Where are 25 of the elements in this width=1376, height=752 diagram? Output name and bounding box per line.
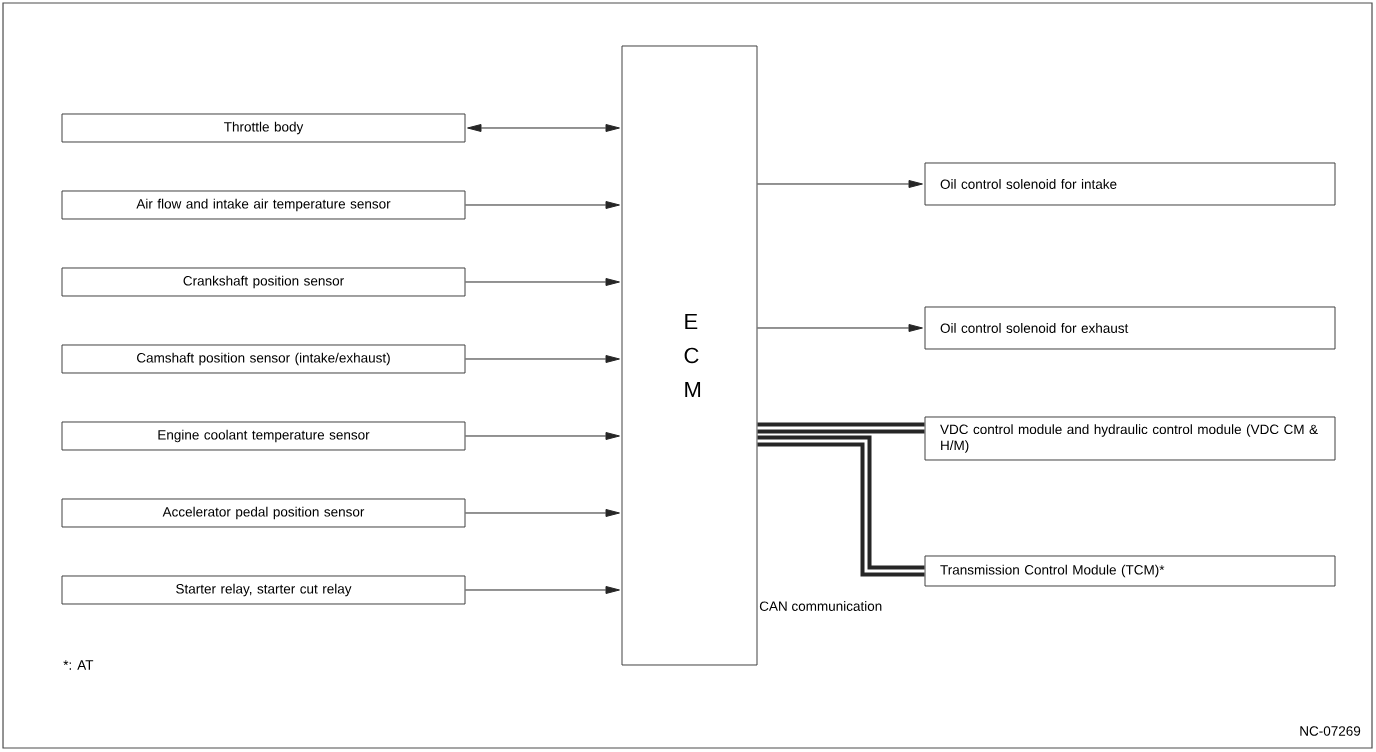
arrow: [757, 324, 923, 332]
arrow: [465, 432, 620, 440]
arrow: [465, 355, 620, 363]
arrow: [757, 180, 923, 188]
input-box: Air flow and intake air temperature sensor: [61, 190, 466, 220]
input-box: Throttle body: [61, 113, 466, 143]
output-box: Oil control solenoid for intake: [924, 162, 1336, 206]
arrow: [465, 201, 620, 209]
arrow: [465, 509, 620, 517]
module-box: VDC control module and hydraulic control module (VDC CM & H/M): [924, 416, 1336, 461]
input-box: Crankshaft position sensor: [61, 267, 466, 297]
input-box: Accelerator pedal position sensor: [61, 498, 466, 528]
module-box: Transmission Control Module (TCM)*: [924, 555, 1336, 587]
input-box: Engine coolant temperature sensor: [61, 421, 466, 451]
arrow: [467, 124, 620, 132]
bus-line: [757, 422, 925, 434]
arrow: [465, 278, 620, 286]
input-box: Starter relay, starter cut relay: [61, 575, 466, 605]
control-unit-box: E C M: [621, 45, 758, 666]
output-box: Oil control solenoid for exhaust: [924, 306, 1336, 350]
figure-code: NC-07269: [1300, 726, 1361, 736]
arrow: [465, 586, 620, 594]
footnote: *: AT: [63, 660, 94, 670]
bus-line: [757, 435, 925, 577]
input-box: Camshaft position sensor (intake/exhaust): [61, 344, 466, 374]
